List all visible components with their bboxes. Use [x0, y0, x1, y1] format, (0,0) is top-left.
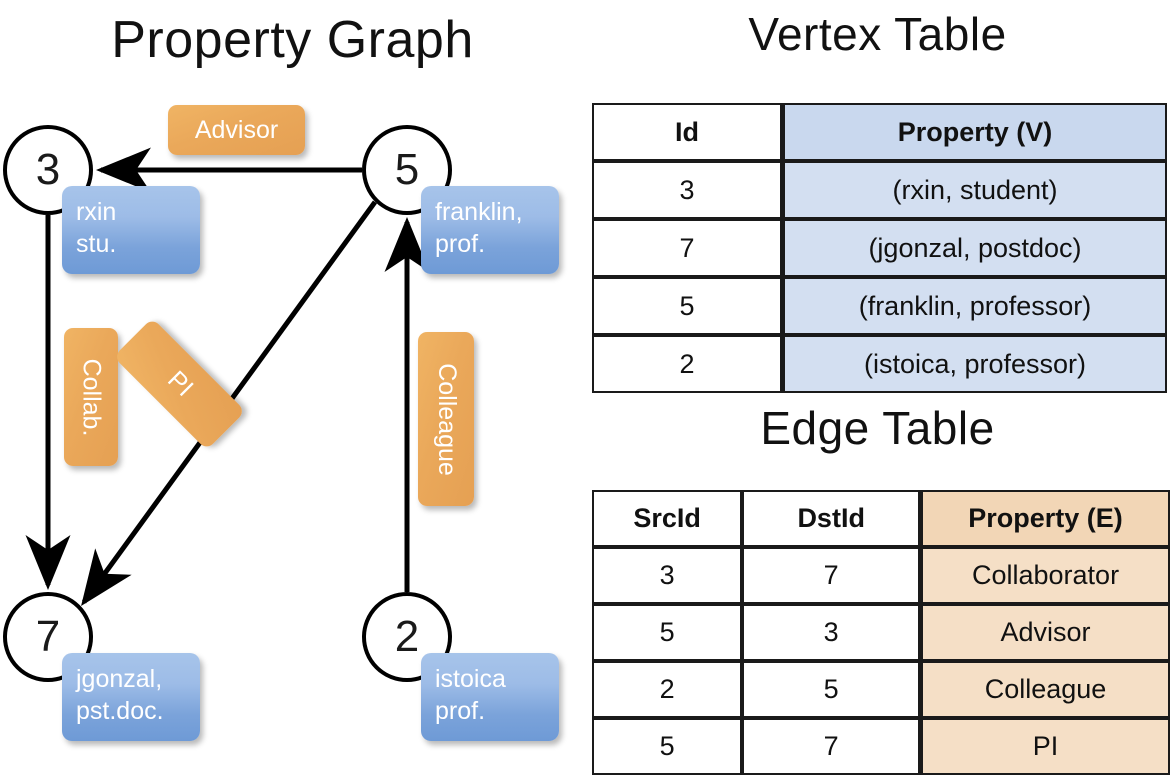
- edge-cell-srcid: 5: [592, 604, 743, 661]
- edge-cell-property: Colleague: [920, 661, 1170, 718]
- page-title-edge-table: Edge Table: [760, 402, 995, 454]
- edge-cell-dstid: 3: [742, 604, 921, 661]
- vertex-cell-id: 5: [592, 277, 782, 335]
- vertex-table-header-id: Id: [592, 103, 782, 161]
- edge-cell-property: Collaborator: [920, 547, 1170, 604]
- edge-label-colleague-text: Colleague: [432, 362, 461, 476]
- edge-cell-srcid: 5: [592, 718, 743, 775]
- node-property-box-7: jgonzal, pst.doc.: [62, 653, 200, 741]
- edge-cell-property: Advisor: [920, 604, 1170, 661]
- edge-table: SrcId DstId Property (E) 3 7 Collaborato…: [592, 490, 1170, 775]
- node-property-box-5: franklin, prof.: [421, 186, 559, 274]
- edge-cell-property: PI: [920, 718, 1170, 775]
- vertex-cell-property: (jgonzal, postdoc): [782, 219, 1167, 277]
- vertex-cell-id: 7: [592, 219, 782, 277]
- vertex-cell-property: (istoica, professor): [782, 335, 1167, 393]
- node-property-box-3: rxin stu.: [62, 186, 200, 274]
- edge-table-header-row: SrcId DstId Property (E): [592, 490, 1170, 547]
- table-row[interactable]: 5 3 Advisor: [592, 604, 1170, 661]
- page-title-property-graph: Property Graph: [111, 11, 474, 69]
- vertex-table: Id Property (V) 3 (rxin, student) 7 (jgo…: [592, 103, 1167, 393]
- table-row[interactable]: 3 7 Collaborator: [592, 547, 1170, 604]
- vertex-cell-id: 2: [592, 335, 782, 393]
- edge-label-pi-text: PI: [161, 365, 199, 402]
- table-row[interactable]: 7 (jgonzal, postdoc): [592, 219, 1167, 277]
- table-row[interactable]: 3 (rxin, student): [592, 161, 1167, 219]
- edge-cell-dstid: 7: [742, 718, 921, 775]
- edge-table-header-srcid: SrcId: [592, 490, 743, 547]
- edge-cell-dstid: 5: [742, 661, 921, 718]
- node-property-box-2: istoica prof.: [421, 653, 559, 741]
- edge-table-header-dstid: DstId: [742, 490, 921, 547]
- edge-table-header-property: Property (E): [920, 490, 1170, 547]
- vertex-table-header-property: Property (V): [782, 103, 1167, 161]
- edge-cell-dstid: 7: [742, 547, 921, 604]
- vertex-cell-id: 3: [592, 161, 782, 219]
- edge-label-collaborator-text: Collab.: [77, 358, 106, 436]
- vertex-cell-property: (rxin, student): [782, 161, 1167, 219]
- edge-cell-srcid: 3: [592, 547, 743, 604]
- table-row[interactable]: 2 (istoica, professor): [592, 335, 1167, 393]
- graph-node-2[interactable]: 2: [362, 592, 452, 682]
- table-row[interactable]: 5 7 PI: [592, 718, 1170, 775]
- edge-cell-srcid: 2: [592, 661, 743, 718]
- property-graph-diagram: 3 5 7 2 rxin stu. franklin, prof. jgonza…: [0, 0, 585, 760]
- table-row[interactable]: 2 5 Colleague: [592, 661, 1170, 718]
- table-row[interactable]: 5 (franklin, professor): [592, 277, 1167, 335]
- edge-label-collaborator: Collab.: [64, 328, 118, 466]
- edge-label-advisor-text: Advisor: [194, 115, 279, 144]
- vertex-cell-property: (franklin, professor): [782, 277, 1167, 335]
- page-title-vertex-table: Vertex Table: [748, 8, 1007, 60]
- graph-node-5[interactable]: 5: [362, 125, 452, 215]
- edge-label-colleague: Colleague: [418, 332, 474, 506]
- vertex-table-header-row: Id Property (V): [592, 103, 1167, 161]
- edge-label-advisor: Advisor: [168, 105, 305, 155]
